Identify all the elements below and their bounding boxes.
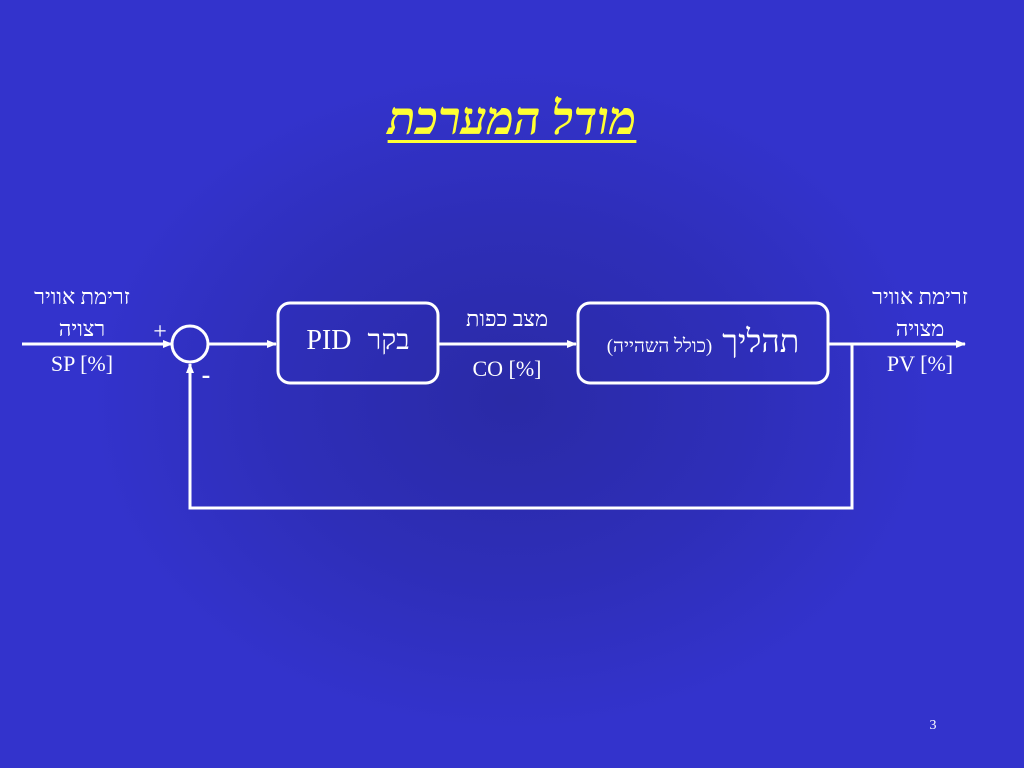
- controller-output-label-line2: CO [%]: [472, 356, 542, 381]
- process-note: (כולל השהייה): [606, 336, 713, 357]
- setpoint-label-line2: רצויה: [58, 316, 106, 341]
- controller-label: PID בקר: [278, 327, 438, 355]
- controller-type: PID: [306, 325, 352, 356]
- process-name: תהליך: [722, 323, 800, 359]
- pv-label-line3: PV [%]: [886, 351, 954, 376]
- process-label: תהליך (כולל השהייה): [578, 325, 828, 357]
- pv-label-line1: זרימת אוויר: [872, 284, 968, 309]
- slide-title: מודל המערכת: [387, 93, 637, 144]
- setpoint-label-line1: זרימת אוויר: [34, 284, 130, 309]
- setpoint-label-line3: SP [%]: [50, 351, 114, 376]
- summing-plus-sign: +: [153, 319, 167, 345]
- controller-output-label-line1: מצב כפות: [466, 306, 548, 331]
- summing-junction: [170, 324, 210, 364]
- feedback-path: [186, 344, 854, 510]
- summing-minus-sign: -: [201, 360, 211, 389]
- page-number: 3: [929, 718, 937, 733]
- pv-label-line2: מצויה: [895, 316, 945, 341]
- controller-name: בקר: [367, 325, 410, 356]
